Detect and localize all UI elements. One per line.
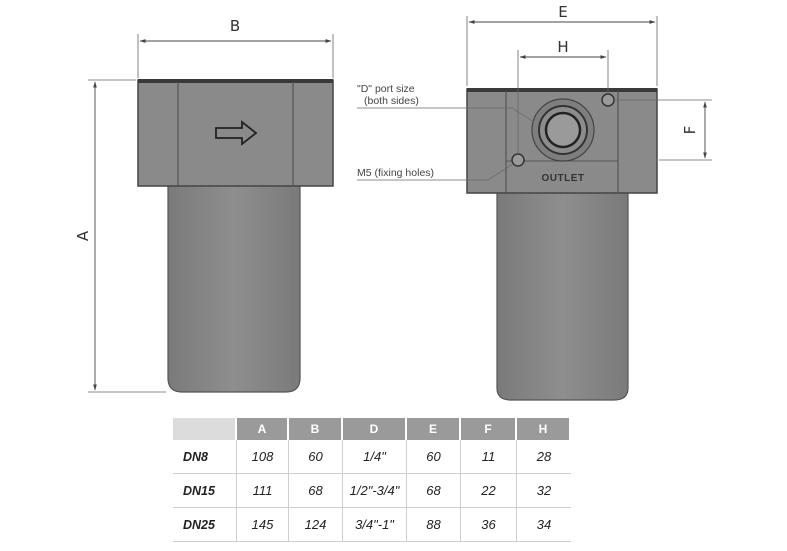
outlet-label: OUTLET bbox=[542, 173, 585, 184]
table-cell: 11 bbox=[461, 440, 517, 474]
table-row-model: DN25 bbox=[173, 508, 237, 542]
table-row: DN15 111 68 1/2"-3/4" 68 22 32 bbox=[173, 474, 571, 508]
table-cell: 68 bbox=[407, 474, 461, 508]
table-header-f: F bbox=[461, 418, 517, 440]
table-row: DN25 145 124 3/4"-1" 88 36 34 bbox=[173, 508, 571, 542]
table-cell: 68 bbox=[289, 474, 343, 508]
side-view bbox=[137, 79, 334, 393]
front-view: OUTLET bbox=[466, 88, 658, 401]
table-cell: 145 bbox=[237, 508, 289, 542]
table-row: DN8 108 60 1/4" 60 11 28 bbox=[173, 440, 571, 474]
table-header-e: E bbox=[407, 418, 461, 440]
side-head bbox=[137, 79, 334, 187]
table-cell: 1/2"-3/4" bbox=[343, 474, 407, 508]
table-cell: 124 bbox=[289, 508, 343, 542]
table-cell: 32 bbox=[517, 474, 571, 508]
table-row-model: DN15 bbox=[173, 474, 237, 508]
table-cell: 88 bbox=[407, 508, 461, 542]
dimension-h: H bbox=[517, 38, 609, 154]
table-header-b: B bbox=[289, 418, 343, 440]
table-header-h: H bbox=[517, 418, 571, 440]
port-size-sublabel: (both sides) bbox=[364, 95, 419, 107]
dimensions-table: A B D E F H DN8 108 60 1/4" 60 11 28 DN1… bbox=[173, 418, 571, 542]
dimension-f-label: F bbox=[681, 126, 699, 135]
dimension-f: F bbox=[614, 99, 712, 161]
table-cell: 60 bbox=[289, 440, 343, 474]
fixing-holes-callout: M5 (fixing holes) bbox=[357, 163, 514, 181]
table-cell: 28 bbox=[517, 440, 571, 474]
front-bowl bbox=[496, 191, 629, 401]
table-cell: 3/4"-1" bbox=[343, 508, 407, 542]
dimension-b: B bbox=[137, 17, 334, 78]
table-cell: 22 bbox=[461, 474, 517, 508]
table-header-a: A bbox=[237, 418, 289, 440]
fixing-hole-bottom bbox=[511, 153, 525, 167]
dimension-b-label: B bbox=[230, 17, 240, 35]
table-cell: 34 bbox=[517, 508, 571, 542]
dimension-e: E bbox=[466, 3, 658, 86]
table-cell: 1/4" bbox=[343, 440, 407, 474]
dimension-a-label: A bbox=[74, 230, 92, 241]
table-header-row: A B D E F H bbox=[173, 418, 571, 440]
dimension-h-label: H bbox=[557, 38, 568, 56]
port-size-label: "D" port size bbox=[357, 83, 415, 95]
fixing-holes-label: M5 (fixing holes) bbox=[357, 167, 434, 179]
port-hole bbox=[544, 111, 582, 149]
dimension-e-label: E bbox=[558, 3, 567, 21]
table-cell: 36 bbox=[461, 508, 517, 542]
table-cell: 111 bbox=[237, 474, 289, 508]
table-row-model: DN8 bbox=[173, 440, 237, 474]
flow-arrow-icon bbox=[215, 120, 258, 146]
table-cell: 60 bbox=[407, 440, 461, 474]
dimension-a: A bbox=[74, 79, 166, 393]
table-header-d: D bbox=[343, 418, 407, 440]
table-cell: 108 bbox=[237, 440, 289, 474]
technical-drawing: B A OUTLET E H bbox=[74, 3, 712, 401]
port-size-callout: "D" port size (both sides) bbox=[357, 83, 535, 123]
table-header-blank bbox=[173, 418, 237, 440]
fixing-hole-top bbox=[601, 93, 615, 107]
side-bowl bbox=[167, 184, 301, 393]
